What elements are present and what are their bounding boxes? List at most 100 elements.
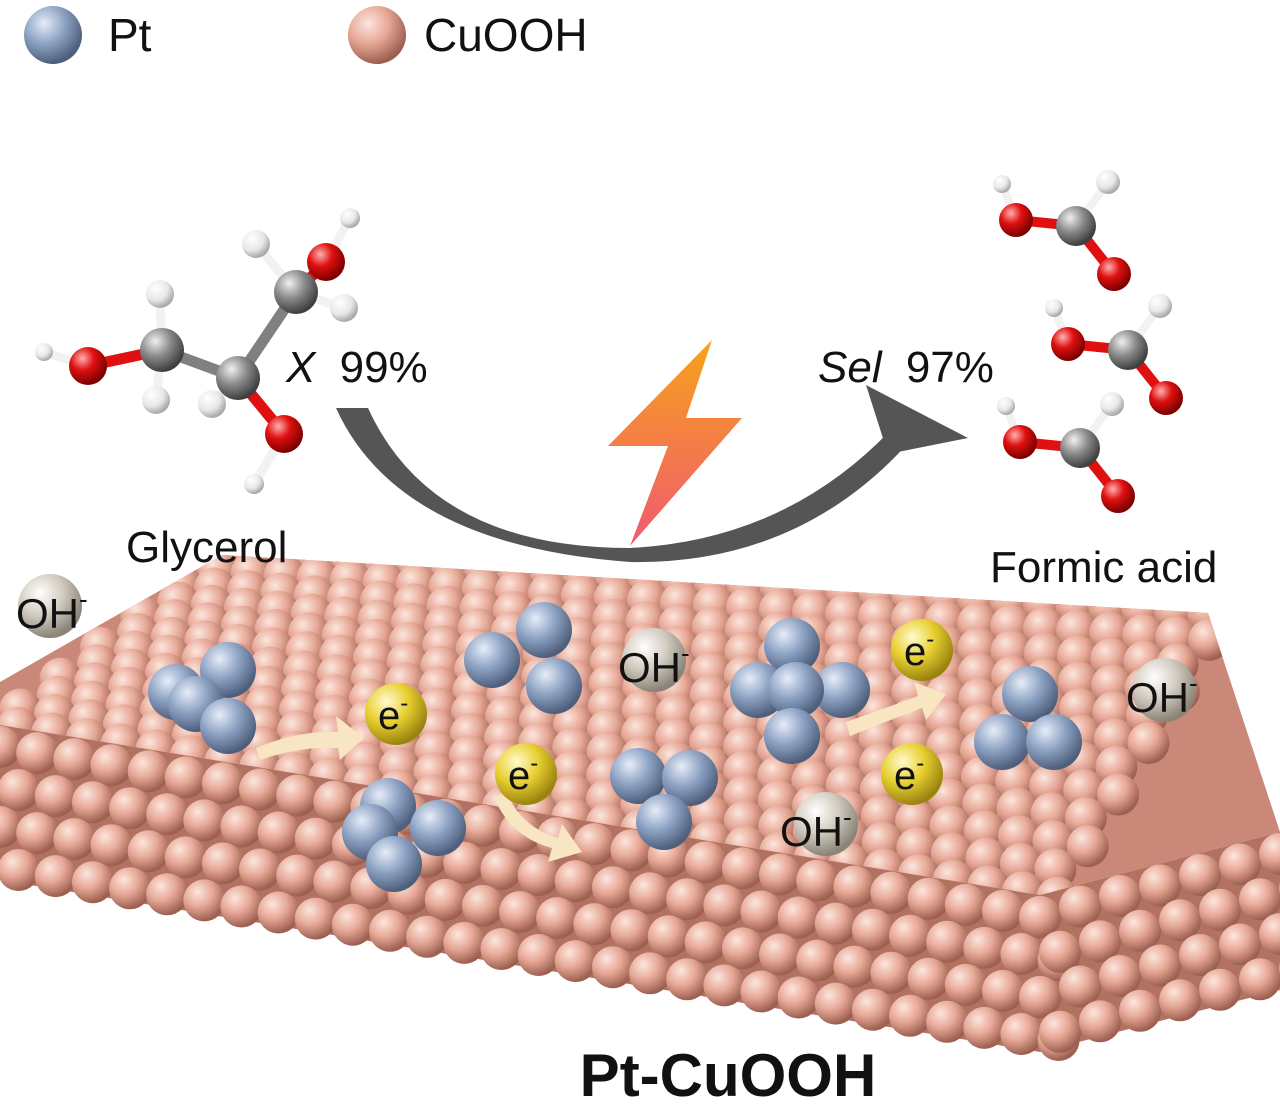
- cu-atom: [851, 988, 894, 1031]
- cu-atom: [777, 896, 820, 939]
- hydroxide-sphere: [18, 574, 82, 638]
- pt-cluster: [730, 618, 870, 764]
- legend-cuooh-label: CuOOH: [424, 9, 588, 61]
- hydroxide-ion: OH-: [780, 792, 858, 856]
- pt-cluster: [610, 748, 718, 850]
- hydroxide-label: OH-: [1126, 668, 1198, 721]
- cu-atom: [591, 866, 634, 909]
- carbon-atom: [140, 328, 184, 372]
- hydrogen-atom: [1045, 299, 1063, 317]
- reaction-arrow: [336, 385, 968, 563]
- hydrogen-atom: [244, 474, 264, 494]
- cu-atom: [573, 903, 616, 946]
- hydrogen-atom: [1100, 392, 1124, 416]
- cu-atom: [981, 969, 1024, 1012]
- selectivity-label: Sel 97%: [818, 343, 994, 392]
- cu-atom: [814, 902, 857, 945]
- cu-atom: [759, 853, 801, 896]
- oxygen-atom: [265, 415, 303, 453]
- cu-atom: [294, 897, 337, 940]
- cu-atom: [1099, 955, 1141, 997]
- cu-atom: [870, 951, 913, 994]
- cu-atom: [963, 926, 1006, 969]
- cu-atom: [146, 873, 189, 916]
- hydroxide-ion: OH-: [16, 574, 88, 638]
- cu-atom: [610, 909, 653, 952]
- hydrogen-atom: [993, 175, 1011, 193]
- cu-atom: [777, 976, 820, 1019]
- cu-atom: [740, 970, 783, 1013]
- cu-atom: [1179, 854, 1221, 896]
- hydroxide-sphere: [794, 792, 858, 856]
- conversion-label: X 99%: [285, 343, 428, 392]
- cu-atom: [889, 914, 931, 957]
- cu-atom: [220, 885, 263, 928]
- hydroxide-label: OH-: [780, 802, 852, 855]
- cu-atom: [90, 744, 133, 787]
- cu-atom: [610, 829, 653, 872]
- oxygen-atom: [1149, 381, 1183, 415]
- cu-atom: [146, 793, 189, 836]
- oxygen-atom: [1051, 327, 1085, 361]
- cu-atom: [666, 958, 709, 1001]
- cu-atom: [164, 836, 207, 879]
- cu-atom: [907, 877, 950, 920]
- electron: e-: [881, 743, 943, 805]
- cu-atom: [0, 769, 40, 811]
- cu-atom: [1097, 773, 1140, 816]
- cu-atom: [276, 774, 319, 817]
- hydrogen-atom: [1148, 294, 1172, 318]
- reaction-arrow-head: [866, 385, 968, 454]
- cu-atom: [183, 879, 226, 922]
- electron-sphere: [881, 743, 943, 805]
- hydroxide-ion: OH-: [1126, 658, 1198, 722]
- cu-atom: [1199, 968, 1241, 1011]
- cu-atom: [276, 854, 319, 897]
- cu-atom: [1159, 979, 1201, 1022]
- cu-atom: [926, 920, 969, 963]
- pt-cluster: [464, 602, 582, 714]
- carbon-atom: [1108, 330, 1148, 370]
- cu-atom: [220, 805, 263, 848]
- reaction-arrow-body: [336, 408, 918, 563]
- formic-acid-molecule: [1045, 294, 1183, 415]
- electron-label: e-: [378, 690, 408, 738]
- electron-sphere: [495, 743, 557, 805]
- cu-atom: [461, 804, 504, 847]
- cu-atom: [833, 945, 876, 988]
- glycerol-molecule: [35, 208, 360, 494]
- cu-atom: [257, 891, 300, 934]
- cu-atom: [1199, 888, 1241, 931]
- cu-atom: [1066, 825, 1109, 868]
- hydroxide-sphere: [1132, 658, 1196, 722]
- cu-atom: [629, 872, 671, 915]
- cu-atom: [666, 878, 709, 921]
- hydrogen-atom: [997, 397, 1015, 415]
- cu-atom: [1059, 965, 1101, 1008]
- cu-atom: [1219, 923, 1261, 966]
- cu-atom: [907, 957, 950, 1000]
- selectivity-symbol: Sel: [818, 343, 883, 392]
- cu-atom: [53, 818, 96, 861]
- cu-atom: [424, 878, 467, 921]
- flow-arrow: [494, 792, 582, 862]
- cu-atom: [34, 775, 77, 818]
- cu-atom: [294, 817, 337, 860]
- cu-atom: [480, 928, 523, 970]
- cu-atom: [721, 847, 764, 890]
- hydroxide-label: OH-: [16, 584, 88, 637]
- cu-atom: [109, 787, 151, 830]
- cu-atom: [1119, 909, 1161, 952]
- cu-atom: [1119, 989, 1161, 1032]
- conversion-value: 99%: [340, 343, 428, 392]
- hydroxide-label: OH-: [618, 638, 690, 691]
- catalyst-label: Pt-CuOOH: [580, 1042, 877, 1105]
- cu-atom: [369, 909, 411, 952]
- cu-atom: [517, 934, 560, 976]
- cu-atom: [0, 726, 21, 768]
- flow-arrow: [256, 716, 364, 760]
- cu-atom: [443, 841, 486, 884]
- electron-sphere: [891, 619, 953, 681]
- cu-atom: [499, 891, 541, 933]
